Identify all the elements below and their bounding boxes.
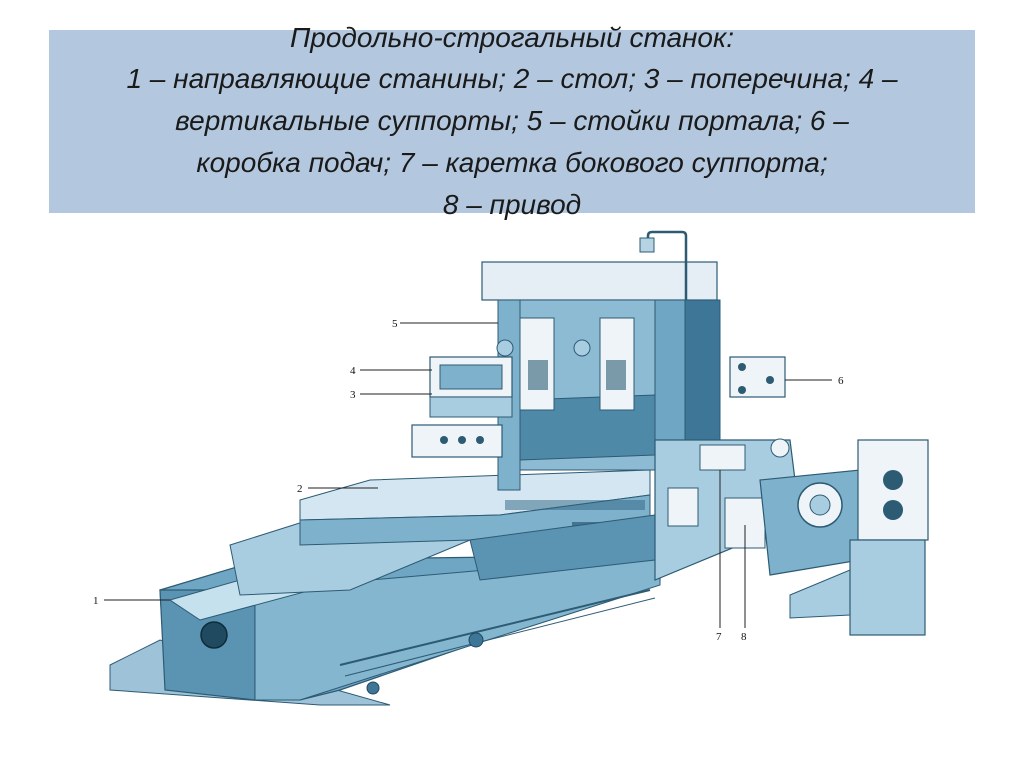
vertical-supports — [496, 317, 635, 411]
callout-7: 7 — [716, 631, 722, 643]
callout-4: 4 — [350, 365, 356, 377]
callout-2: 2 — [297, 483, 303, 495]
callout-3: 3 — [350, 389, 356, 401]
callout-6: 6 — [838, 375, 844, 387]
caption-line-1: 1 – направляющие станины; 2 – стол; 3 – … — [126, 63, 898, 94]
caption-title: Продольно-строгальный станок: — [289, 22, 735, 53]
control-box-left — [411, 424, 503, 458]
callout-numbers: 1 2 3 4 5 6 7 8 — [93, 318, 844, 643]
caption-panel — [49, 30, 975, 213]
callout-8: 8 — [741, 631, 747, 643]
drive-unit — [759, 439, 929, 636]
callout-lines — [104, 322, 832, 628]
feed-box — [729, 356, 786, 398]
caption-line-4: 8 – привод — [442, 189, 582, 220]
machine-table — [299, 469, 656, 581]
callout-1: 1 — [93, 595, 99, 607]
caption-line-3: коробка подач; 7 – каретка бокового супп… — [196, 147, 828, 178]
crossbeam-panel — [429, 356, 513, 418]
caption-line-2: вертикальные суппорты; 5 – стойки портал… — [175, 105, 849, 136]
callout-5: 5 — [392, 318, 398, 330]
